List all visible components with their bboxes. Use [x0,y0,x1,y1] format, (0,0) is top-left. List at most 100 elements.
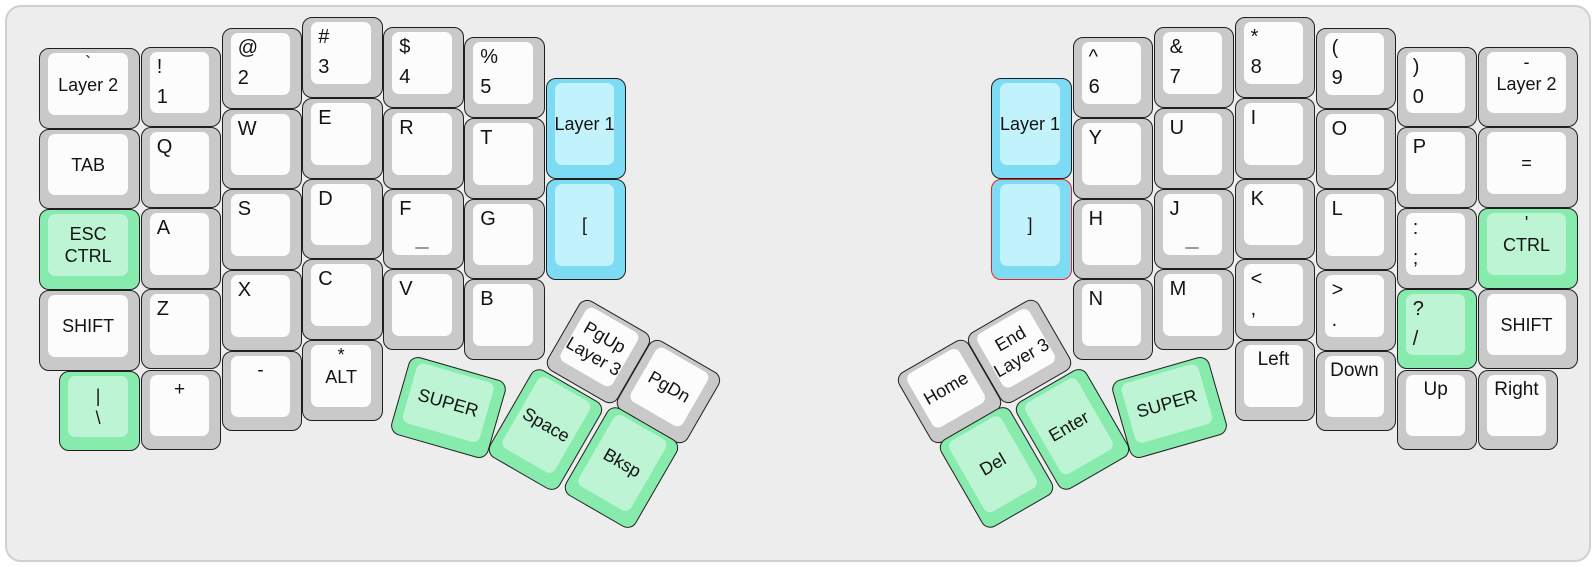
key-label: B [480,288,494,311]
key-layer1-left[interactable]: Layer 1 [545,78,627,180]
key-label: Q [156,136,173,159]
key-label: Bksp [600,443,645,482]
key-f[interactable]: F [383,188,464,270]
keycap-face: B [473,284,533,347]
keycap-face: N [1081,284,1142,347]
key-semicolon[interactable]: :; [1396,208,1478,289]
key-c[interactable]: C [302,259,383,341]
key-label: T [480,127,493,149]
key-period[interactable]: >. [1315,270,1397,351]
key-sublabel: 4 [399,66,411,89]
key-minus-left[interactable]: - [221,350,303,432]
key-label: > [1331,279,1344,302]
key-7[interactable]: &7 [1153,27,1235,108]
key-arrow-right[interactable]: Right [1477,369,1559,451]
key-label: SUPER [1134,385,1200,422]
key-arrow-left[interactable]: Left [1234,340,1316,421]
key-label: ] [1027,215,1033,236]
keycap-face: `Layer 2 [48,53,129,115]
key-e[interactable]: E [302,98,383,179]
key-comma[interactable]: <, [1234,259,1316,341]
key-d[interactable]: D [302,178,383,260]
key-shift-left[interactable]: SHIFT [39,290,141,371]
key-pipe-backslash[interactable]: |\ [59,370,140,452]
key-3[interactable]: #3 [302,17,383,98]
keycap-face: ] [1000,184,1060,267]
key-tab[interactable]: TAB [39,128,141,210]
key-left-bracket[interactable]: [ [545,179,627,281]
key-arrow-up[interactable]: Up [1396,369,1478,451]
key-equals[interactable]: = [1477,127,1579,209]
key-label: C [318,268,333,291]
keycap-face: - [230,355,291,418]
key-1[interactable]: !1 [140,46,222,128]
keycap-face: A [149,213,210,275]
key-label: S [237,198,252,221]
key-label: SUPER [415,384,481,421]
key-quote-ctrl[interactable]: 'CTRL [1477,208,1579,289]
key-8[interactable]: *8 [1234,17,1316,98]
key-grave-layer2[interactable]: `Layer 2 [39,48,141,129]
key-j[interactable]: J [1153,188,1235,270]
key-n[interactable]: N [1072,279,1154,361]
key-y[interactable]: Y [1072,118,1154,199]
key-label: A [156,217,171,240]
key-label: SHIFT [62,315,115,336]
keycap-face: ?/ [1405,293,1466,356]
keycap-face: Y [1081,123,1142,185]
key-label: % [480,46,499,69]
key-v[interactable]: V [383,269,464,351]
key-4[interactable]: $4 [383,27,464,108]
key-label: TAB [71,154,105,175]
keycap-face: |\ [68,375,128,438]
key-sublabel: 7 [1169,66,1181,89]
keycap-face: SHIFT [1486,293,1567,356]
key-2[interactable]: @2 [221,28,303,109]
key-p[interactable]: P [1396,127,1478,209]
key-s[interactable]: S [221,189,303,271]
key-6[interactable]: ^6 [1072,37,1154,118]
key-sublabel: 9 [1331,67,1343,89]
key-label: + [173,378,186,400]
key-b[interactable]: B [464,279,545,361]
key-z[interactable]: Z [140,288,222,370]
keycap-face: Z [149,293,210,356]
key-plus[interactable]: + [140,369,222,451]
key-layer1-right[interactable]: Layer 1 [991,78,1072,180]
keycap-face: !1 [149,51,210,114]
key-9[interactable]: (9 [1315,28,1397,109]
key-0[interactable]: )0 [1396,46,1478,128]
key-star-alt[interactable]: *ALT [302,340,383,421]
key-q[interactable]: Q [140,127,222,209]
key-o[interactable]: O [1315,108,1397,190]
key-i[interactable]: I [1234,98,1316,179]
key-u[interactable]: U [1153,108,1235,189]
keycap-face: V [392,274,452,337]
key-label: ^ [1088,46,1098,69]
key-a[interactable]: A [140,208,222,289]
key-label: V [399,278,413,301]
keycap-face: W [230,113,291,176]
key-minus-layer2[interactable]: -Layer 2 [1477,46,1579,128]
key-shift-right[interactable]: SHIFT [1477,288,1579,370]
key-label: Z [156,297,169,320]
keycap-face: P [1405,132,1466,195]
key-label: Right [1494,378,1539,400]
key-m[interactable]: M [1153,269,1235,351]
key-h[interactable]: H [1072,198,1154,280]
key-g[interactable]: G [464,198,545,280]
keycap-face: O [1324,113,1385,176]
key-right-bracket[interactable]: ] [991,179,1072,281]
key-5[interactable]: %5 [464,37,545,118]
keycap-face: T [473,123,533,185]
key-k[interactable]: K [1234,178,1316,260]
key-l[interactable]: L [1315,189,1397,271]
key-slash[interactable]: ?/ [1396,288,1478,370]
key-sublabel: ; [1412,247,1419,270]
key-r[interactable]: R [383,108,464,189]
key-arrow-down[interactable]: Down [1315,350,1397,432]
key-x[interactable]: X [221,270,303,351]
key-w[interactable]: W [221,108,303,190]
key-t[interactable]: T [464,118,545,199]
